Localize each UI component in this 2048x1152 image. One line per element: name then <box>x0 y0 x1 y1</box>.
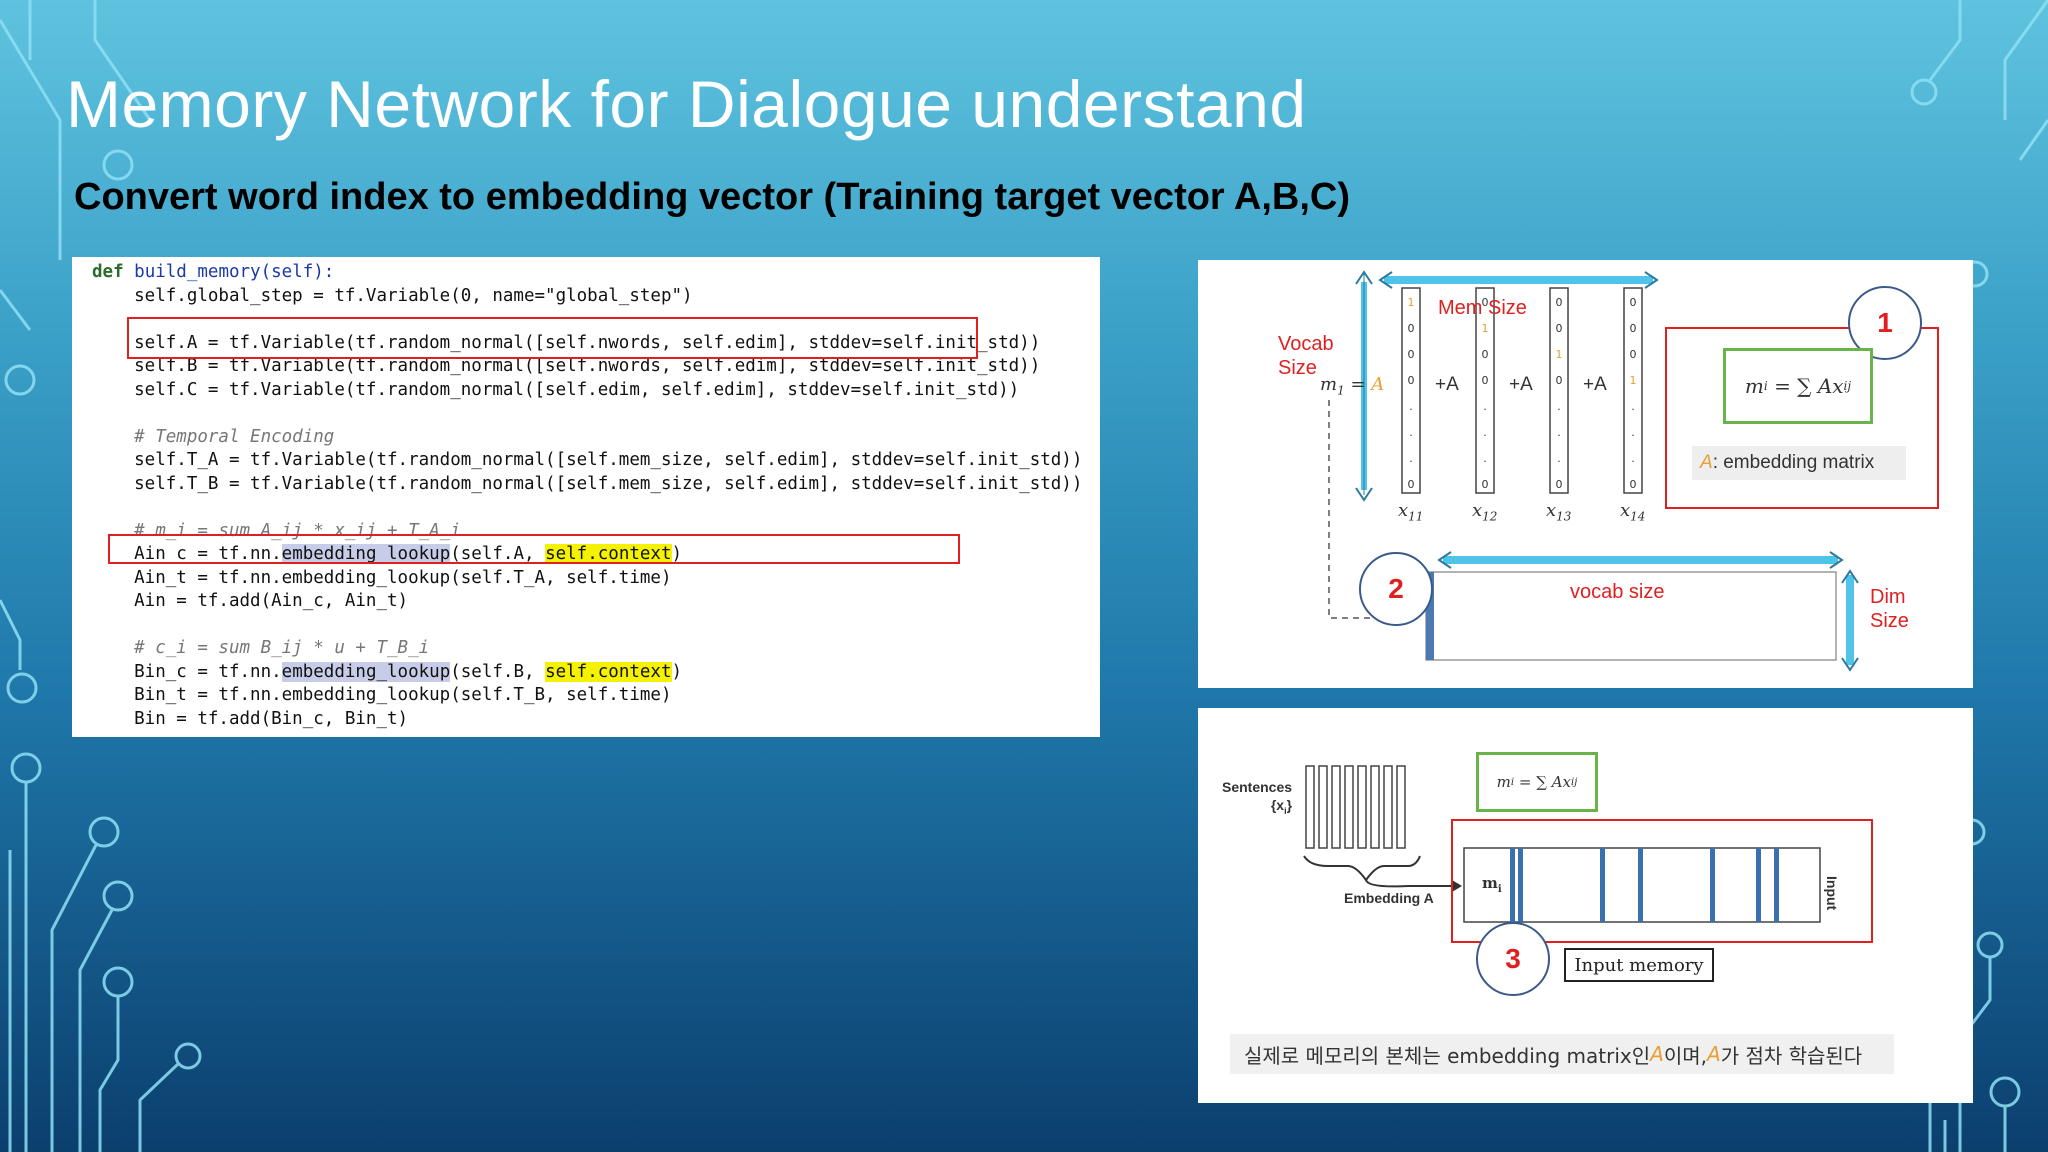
code-line: self.B = tf.Variable(tf.random_normal([s… <box>92 356 1041 376</box>
embedding-a-label: Embedding A <box>1344 890 1434 906</box>
code-line: Ain_t = tf.nn.embedding_lookup(self.T_A,… <box>92 567 672 588</box>
vocab-size-bar-label: vocab size <box>1570 581 1665 603</box>
m1-label: m1 = A <box>1320 374 1385 398</box>
dim-size-label: Dim Size <box>1870 586 1909 632</box>
x13-label: x13 <box>1546 500 1572 524</box>
code-line: self.T_A = tf.Variable(tf.random_normal(… <box>92 450 1083 470</box>
x11-label: x11 <box>1398 500 1424 524</box>
embedding-diagram <box>1328 270 1939 672</box>
code-line: Bin = tf.add(Bin_c, Bin_t) <box>92 708 409 729</box>
vocab-size-label: Vocab Size <box>1278 333 1334 379</box>
code-line <box>92 614 1100 638</box>
code-line: self.T_B = tf.Variable(tf.random_normal(… <box>92 473 1083 494</box>
plus-a-1: +A <box>1435 374 1459 395</box>
plus-a-3: +A <box>1583 374 1607 395</box>
code-line: self.global_step = tf.Variable(0, name="… <box>92 285 693 306</box>
step-badge-1: 1 <box>1848 286 1922 360</box>
code-line: self.A = tf.Variable(tf.random_normal([s… <box>92 332 1041 353</box>
mem-size-label: Mem Size <box>1438 297 1527 319</box>
code-snippet-panel: def build_memory(self): self.global_step… <box>72 257 1100 737</box>
code-line: Ain = tf.add(Ain_c, Ain_t) <box>92 591 409 611</box>
plus-a-2: +A <box>1509 374 1533 395</box>
code-line-bin-c: Bin_c = tf.nn.embedding_lookup(self.B, s… <box>92 661 683 682</box>
input-memory-label: Input memory <box>1564 948 1714 982</box>
code-line <box>92 496 1100 520</box>
input-vertical-label: Input <box>1824 876 1840 911</box>
sentences-label: Sentences {xi} <box>1222 779 1293 816</box>
step-badge-3: 3 <box>1476 922 1550 996</box>
input-memory-diagram <box>1303 765 1873 943</box>
code-line: Bin_t = tf.nn.embedding_lookup(self.T_B,… <box>92 685 672 705</box>
code-line: self.C = tf.Variable(tf.random_normal([s… <box>92 379 1020 400</box>
mi-label: mi <box>1482 874 1502 895</box>
highlight-box-self-a <box>127 317 978 359</box>
x14-label: x14 <box>1620 500 1646 524</box>
x12-label: x12 <box>1472 500 1498 524</box>
highlight-box-ain-c <box>108 534 960 564</box>
code-line-ain-c: Ain_c = tf.nn.embedding_lookup(self.A, s… <box>92 544 683 564</box>
embedding-matrix-label: A: embedding matrix <box>1692 446 1906 480</box>
step-badge-2: 2 <box>1359 552 1433 626</box>
code-line: def build_memory(self): <box>92 262 335 282</box>
slide-subtitle: Convert word index to embedding vector (… <box>74 176 1350 218</box>
code-line <box>92 402 1100 426</box>
code-comment: # Temporal Encoding <box>92 426 335 447</box>
code-comment: # c_i = sum B_ij * u + T_B_i <box>92 638 430 658</box>
slide-title: Memory Network for Dialogue understand <box>66 67 1307 141</box>
